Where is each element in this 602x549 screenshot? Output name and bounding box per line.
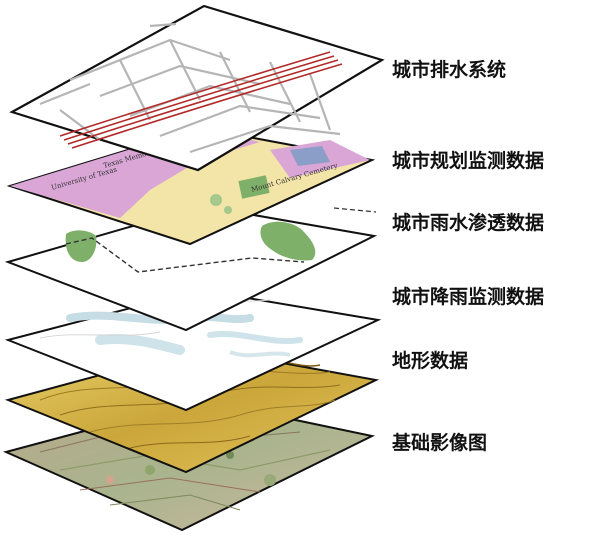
layer-label-rainwater: 城市雨水渗透数据: [392, 212, 545, 234]
layer-label-drainage: 城市排水系统: [392, 59, 507, 81]
drainage-layer: [9, 4, 385, 172]
layer-label-rainfall: 城市降雨监测数据: [392, 286, 545, 308]
layer-label-terrain: 地形数据: [392, 350, 469, 372]
layer-label-planning: 城市规划监测数据: [392, 150, 545, 172]
rainwater-layer: [4, 204, 378, 332]
layer-label-imagery: 基础影像图: [392, 432, 488, 454]
